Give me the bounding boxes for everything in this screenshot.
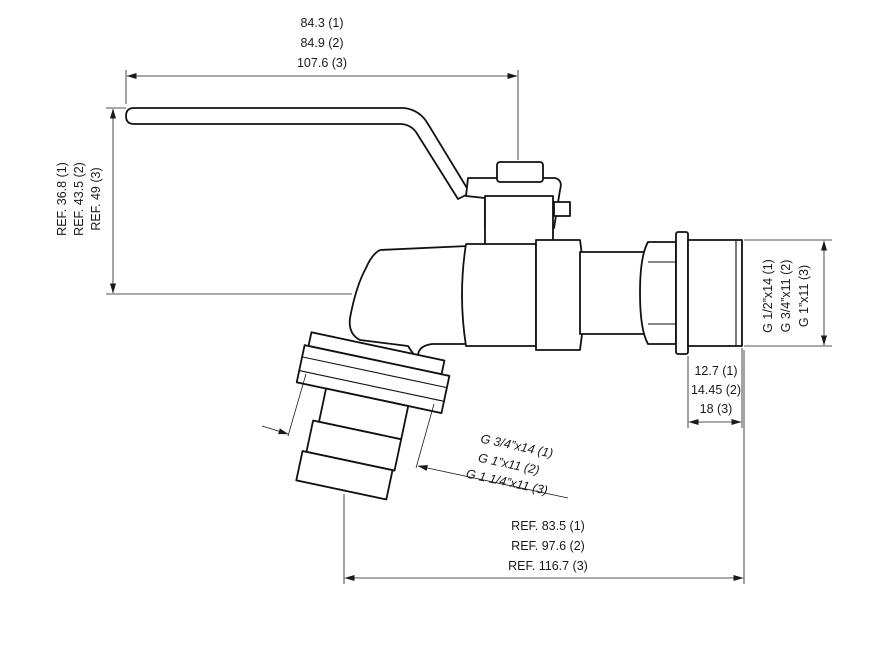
outlet-thread-labels: G 3/4”x14 (1) G 1”x11 (2) G 1 1/4”x11 (3… xyxy=(465,432,555,498)
main-body xyxy=(348,245,469,373)
thread-length-label-2: 14.45 (2) xyxy=(691,383,741,397)
hose-tail-lower xyxy=(295,450,394,501)
right-thread-label-2: G 3/4”x11 (2) xyxy=(779,260,793,333)
thread-length-label-1: 12.7 (1) xyxy=(694,364,737,378)
body-ring-2 xyxy=(535,239,585,351)
left-height-label-2: REF. 43.5 (2) xyxy=(72,162,86,236)
bottom-length-labels: REF. 83.5 (1) REF. 97.6 (2) REF. 116.7 (… xyxy=(508,519,588,573)
top-width-labels: 84.3 (1) 84.9 (2) 107.6 (3) xyxy=(297,16,347,70)
body-pipe xyxy=(579,251,649,335)
stem-nut xyxy=(496,161,544,183)
left-height-label-1: REF. 36.8 (1) xyxy=(55,162,69,236)
dimension-lines xyxy=(106,70,832,584)
top-width-label-1: 84.3 (1) xyxy=(300,16,343,30)
bottom-length-label-2: REF. 97.6 (2) xyxy=(511,539,585,553)
nut-flange xyxy=(675,231,689,355)
right-thread-labels: G 1/2”x14 (1) G 3/4”x11 (2) G 1”x11 (3) xyxy=(761,259,811,333)
stop-pin xyxy=(553,201,571,217)
thread-length-label-3: 18 (3) xyxy=(700,402,733,416)
lever-handle xyxy=(125,107,471,200)
bottom-length-label-1: REF. 83.5 (1) xyxy=(511,519,585,533)
left-height-label-3: REF. 49 (3) xyxy=(89,167,103,230)
thread-length-labels: 12.7 (1) 14.45 (2) 18 (3) xyxy=(691,364,741,416)
bonnet xyxy=(484,195,554,247)
left-height-labels: REF. 36.8 (1) REF. 43.5 (2) REF. 49 (3) xyxy=(55,162,103,236)
top-width-label-2: 84.9 (2) xyxy=(300,36,343,50)
body-ring-1 xyxy=(461,243,537,347)
bottom-length-label-3: REF. 116.7 (3) xyxy=(508,559,588,573)
male-thread xyxy=(687,239,743,347)
right-thread-label-1: G 1/2”x14 (1) xyxy=(761,259,775,333)
valve-body xyxy=(125,107,743,501)
right-thread-label-3: G 1”x11 (3) xyxy=(797,265,811,327)
top-width-label-3: 107.6 (3) xyxy=(297,56,347,70)
hex-nut xyxy=(639,241,677,345)
